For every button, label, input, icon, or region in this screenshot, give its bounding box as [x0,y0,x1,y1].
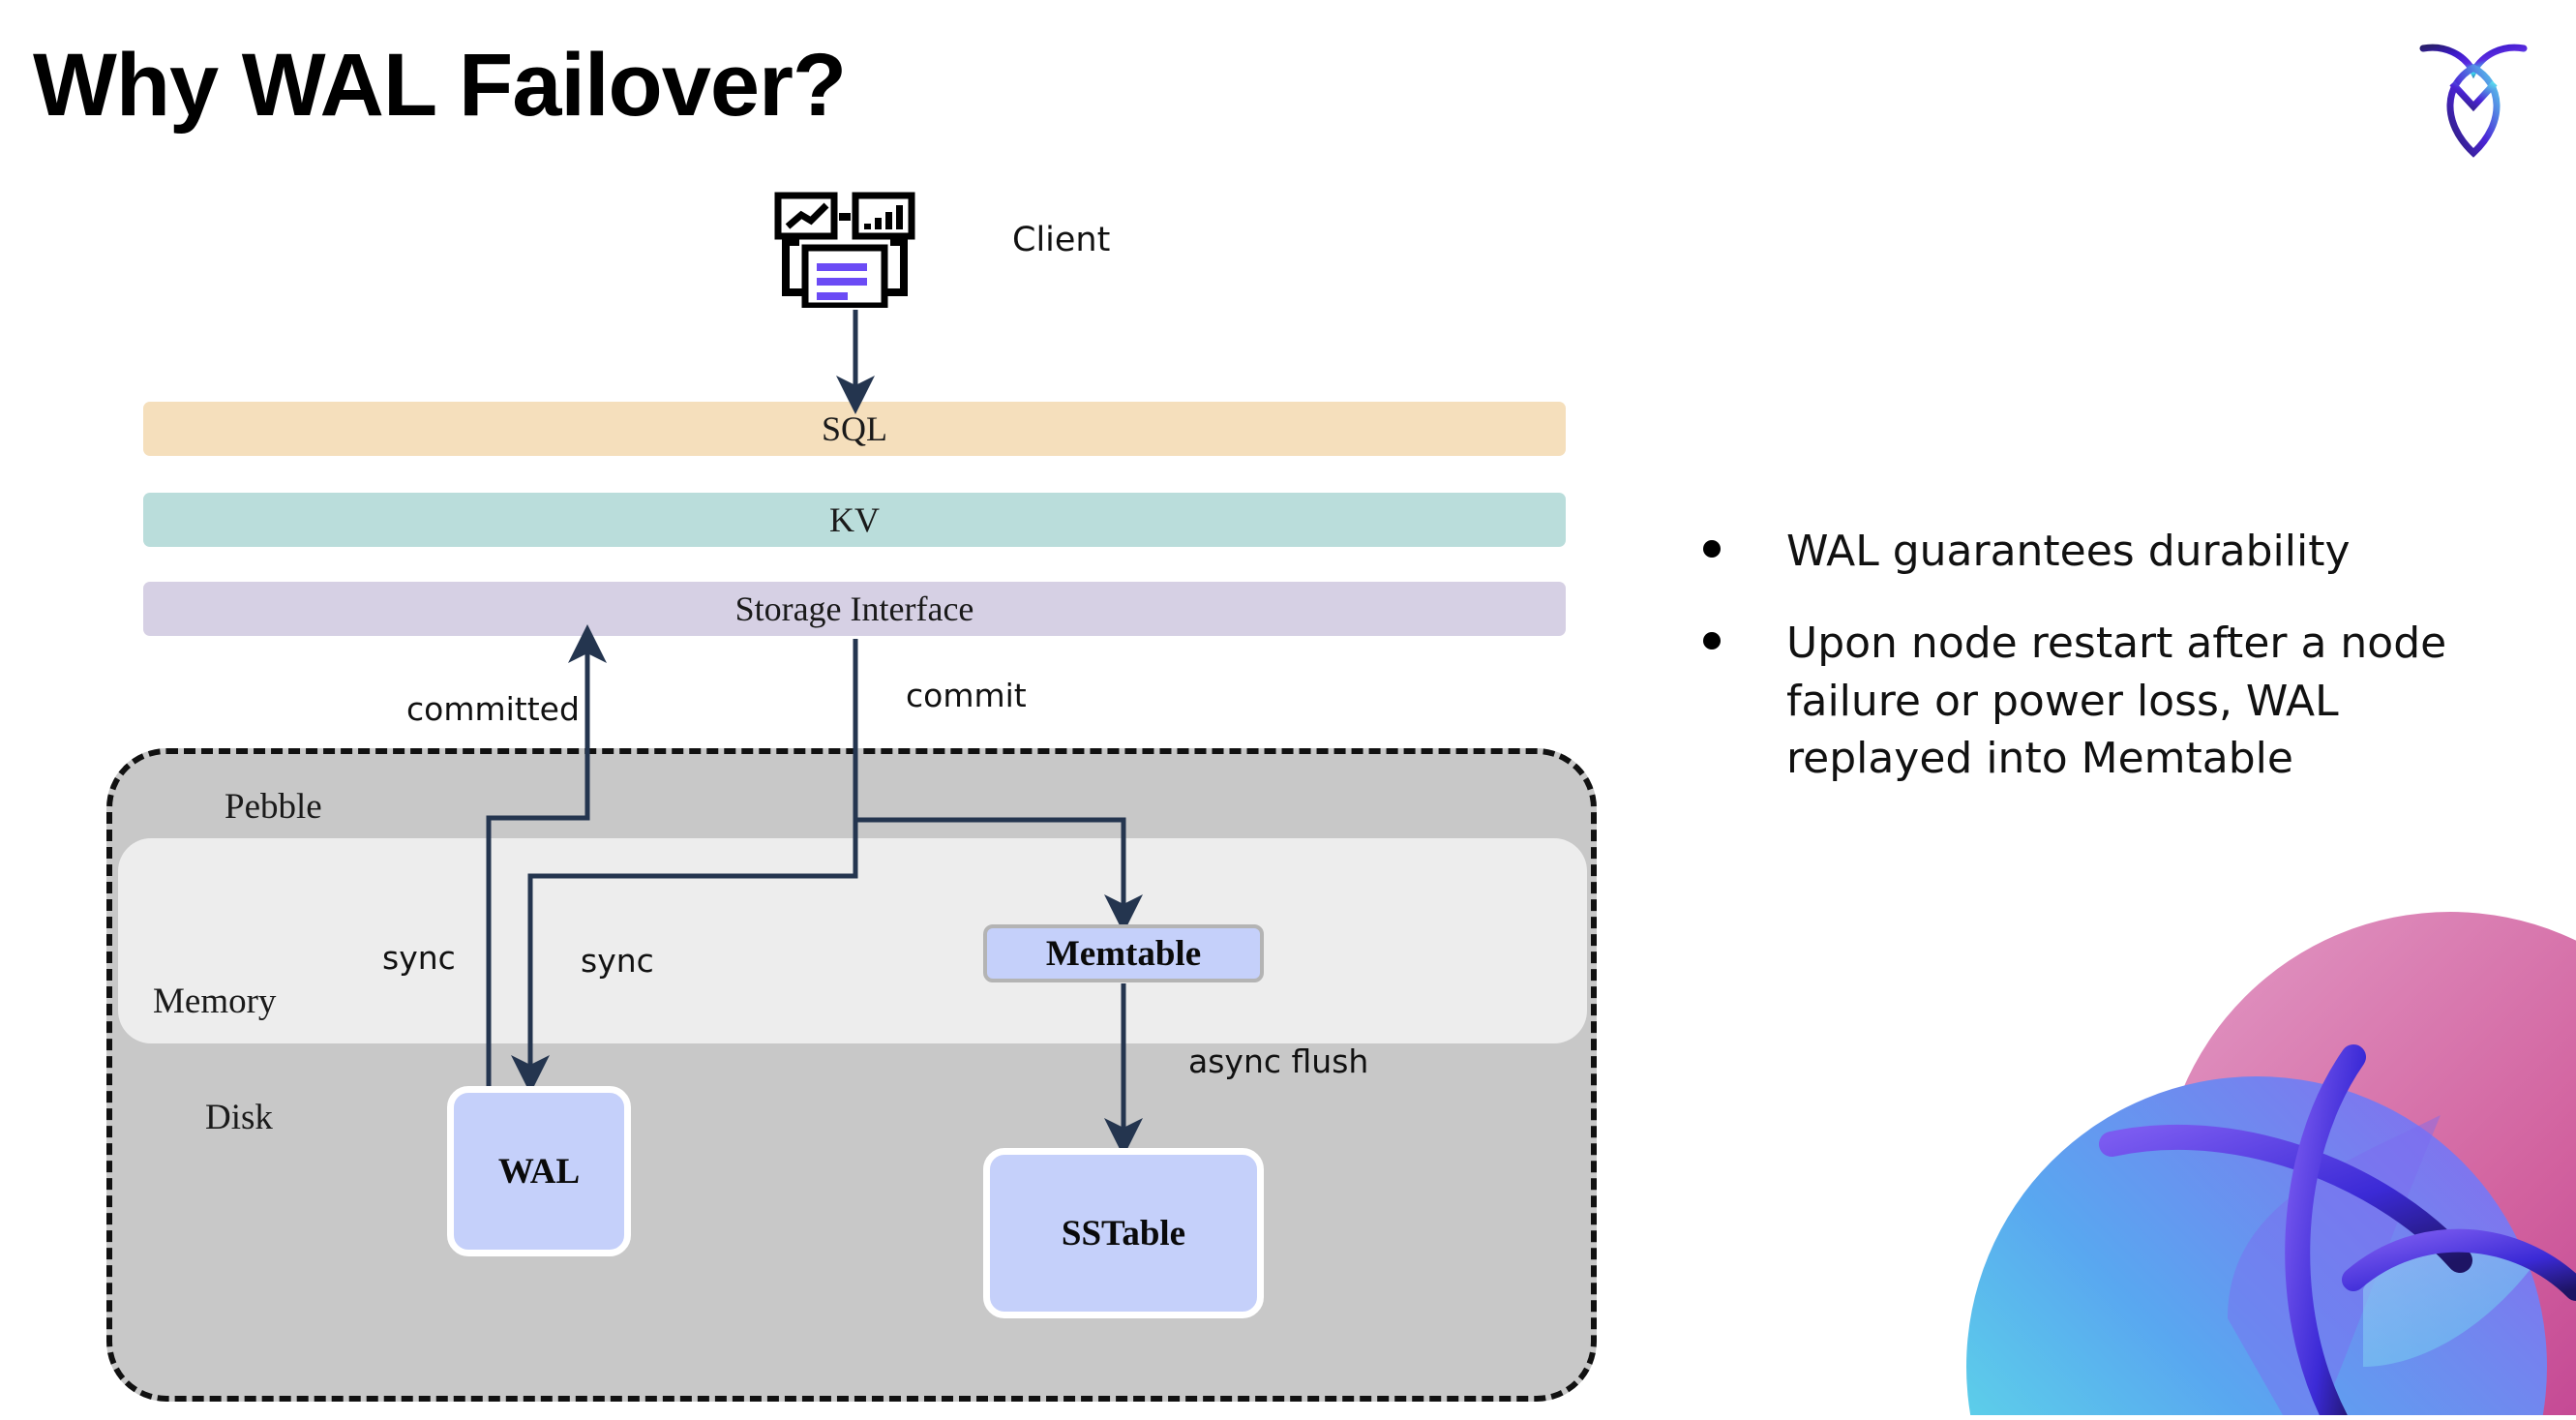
cockroachdb-logo-icon [2415,33,2531,159]
bullet-text: WAL guarantees durability [1786,527,2351,576]
edge-label-async-flush: async flush [1188,1042,1369,1080]
layer-bar-kv[interactable]: KV [143,493,1566,547]
bullet-dot-icon [1703,632,1721,650]
decorative-corner-artwork [1937,912,2576,1415]
memory-label: Memory [153,982,277,1021]
edge-label-committed: committed [406,690,580,728]
layer-bar-storage-interface[interactable]: Storage Interface [143,582,1566,636]
layer-bar-sql[interactable]: SQL [143,402,1566,456]
bullet-text: Upon node restart after a node failure o… [1786,619,2447,784]
memory-region [118,838,1587,1043]
edge-label-sync-right: sync [581,942,654,980]
node-wal[interactable]: WAL [447,1086,631,1256]
edge-label-commit: commit [906,677,1027,714]
pebble-label: Pebble [225,787,322,827]
page-title: Why WAL Failover? [33,36,847,135]
node-sstable[interactable]: SSTable [983,1148,1264,1318]
client-label: Client [1012,221,1111,259]
bullet-dot-icon [1703,540,1721,558]
disk-label: Disk [205,1098,273,1137]
bullet-list: WAL guarantees durability Upon node rest… [1703,523,2516,823]
node-memtable[interactable]: Memtable [983,924,1264,982]
client-terminal-icon [774,192,929,310]
list-item: Upon node restart after a node failure o… [1703,615,2516,787]
edge-label-sync-left: sync [382,939,456,977]
list-item: WAL guarantees durability [1703,523,2516,580]
